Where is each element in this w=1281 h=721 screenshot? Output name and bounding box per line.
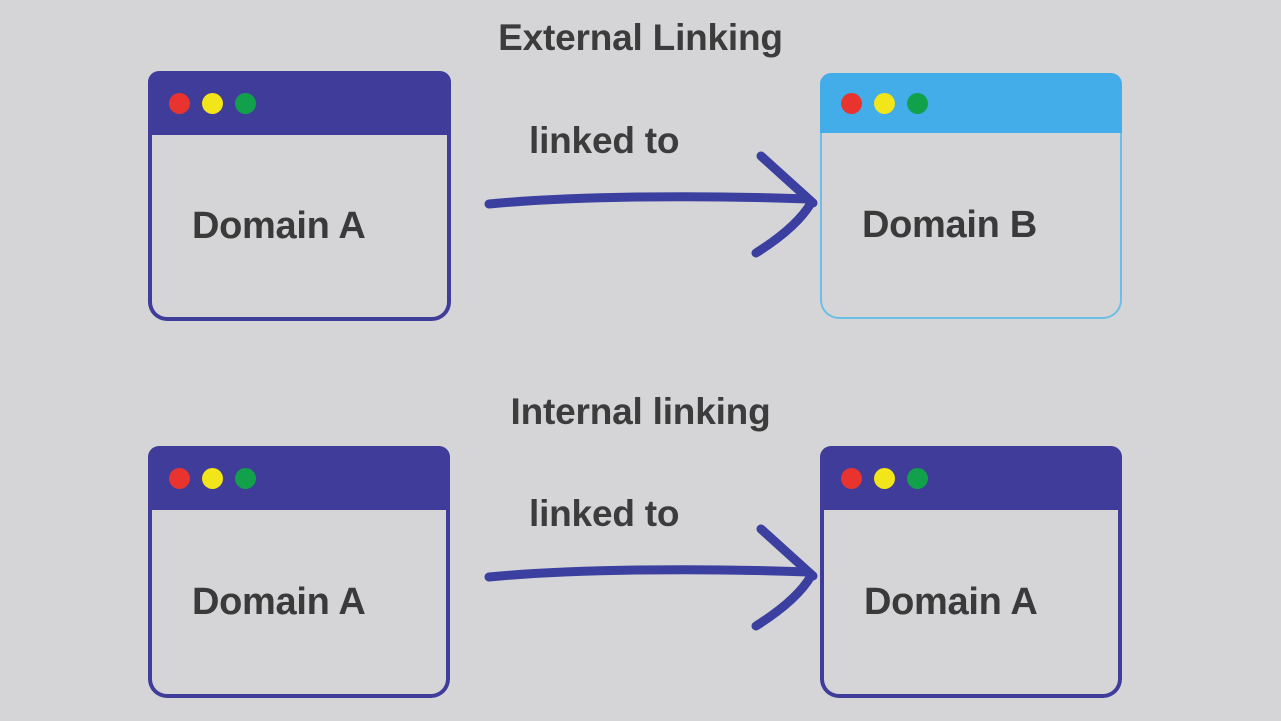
red-dot-icon[interactable]: [169, 467, 190, 489]
hand-drawn-arrow-right-icon: [484, 524, 818, 631]
domain-label: Domain A: [864, 580, 1038, 623]
green-dot-icon[interactable]: [235, 92, 256, 114]
connector-label-linked-to: linked to: [529, 493, 680, 534]
domain-label: Domain A: [192, 204, 366, 247]
red-dot-icon[interactable]: [169, 92, 190, 114]
browser-window-domain-a-internal-target[interactable]: Domain A: [820, 446, 1122, 698]
red-dot-icon[interactable]: [841, 467, 862, 489]
traffic-light-dots: [169, 467, 256, 489]
browser-window-domain-b-external[interactable]: Domain B: [820, 73, 1122, 319]
yellow-dot-icon[interactable]: [202, 467, 223, 489]
green-dot-icon[interactable]: [907, 467, 928, 489]
section-title-internal-linking: Internal linking: [510, 391, 771, 432]
window-titlebar: [820, 73, 1122, 133]
hand-drawn-arrow-right-icon: [484, 151, 818, 258]
red-dot-icon[interactable]: [841, 92, 862, 114]
window-body: Domain B: [820, 133, 1122, 319]
window-body: Domain A: [148, 510, 450, 698]
connector-arrow-internal: linked to: [483, 483, 823, 643]
connector-label-linked-to: linked to: [529, 120, 680, 161]
window-titlebar: [148, 446, 450, 510]
domain-label: Domain B: [862, 203, 1037, 246]
green-dot-icon[interactable]: [235, 467, 256, 489]
yellow-dot-icon[interactable]: [202, 92, 223, 114]
window-titlebar: [148, 71, 451, 135]
traffic-light-dots: [169, 92, 256, 114]
browser-window-domain-a-internal-source[interactable]: Domain A: [148, 446, 450, 698]
yellow-dot-icon[interactable]: [874, 92, 895, 114]
green-dot-icon[interactable]: [907, 92, 928, 114]
browser-window-domain-a-external[interactable]: Domain A: [148, 71, 451, 321]
window-titlebar: [820, 446, 1122, 510]
window-body: Domain A: [148, 135, 451, 321]
connector-arrow-external: linked to: [483, 110, 823, 270]
window-body: Domain A: [820, 510, 1122, 698]
domain-label: Domain A: [192, 580, 366, 623]
section-title-external-linking: External Linking: [498, 17, 783, 58]
yellow-dot-icon[interactable]: [874, 467, 895, 489]
traffic-light-dots: [841, 92, 928, 114]
traffic-light-dots: [841, 467, 928, 489]
